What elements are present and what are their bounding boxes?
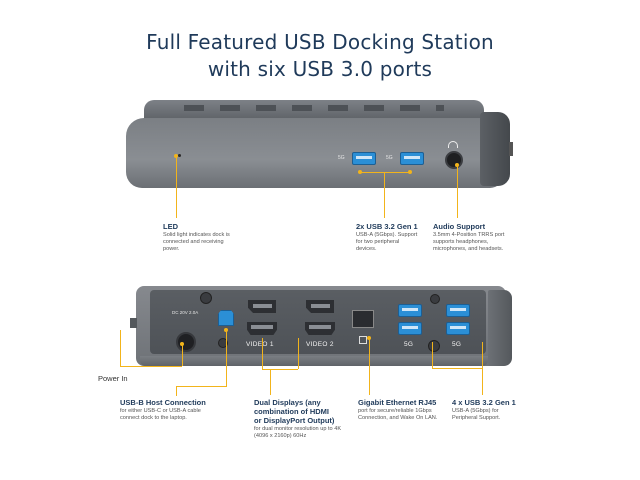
displays-desc: for dual monitor resolution up to 4K (40… bbox=[254, 426, 342, 440]
usb-rear-callout-v3 bbox=[482, 368, 483, 395]
usb-front-desc: USB-A (5Gbps). Support for two periphera… bbox=[356, 232, 418, 253]
hdmi-port-1 bbox=[247, 322, 277, 335]
led-desc: Solid light indicates dock is connected … bbox=[163, 232, 230, 253]
usb-rear-callout-v1 bbox=[432, 342, 433, 368]
front-usb-label-1: 5G bbox=[338, 155, 345, 161]
audio-callout-dot bbox=[455, 163, 459, 167]
usbb-callout-v bbox=[226, 330, 227, 386]
usbb-callout-h bbox=[176, 386, 227, 387]
front-side-knob bbox=[509, 142, 513, 156]
ethernet-callout-dot bbox=[367, 336, 371, 340]
usbb-desc: for either USB-C or USB-A cable connect … bbox=[120, 408, 201, 422]
power-callout-v2 bbox=[182, 344, 183, 366]
headphone-icon bbox=[448, 141, 458, 148]
audio-title: Audio Support bbox=[433, 222, 486, 231]
led-title: LED bbox=[163, 222, 178, 231]
rear-usb-port-2 bbox=[398, 322, 422, 335]
front-led bbox=[178, 154, 181, 157]
rear-device-lip bbox=[140, 356, 488, 366]
displays-callout-v2 bbox=[298, 338, 299, 369]
usbb-title: USB-B Host Connection bbox=[120, 398, 206, 407]
audio-callout-line bbox=[457, 165, 458, 218]
power-title: Power In bbox=[98, 374, 128, 383]
rear-side-knob bbox=[130, 318, 137, 328]
usb-front-title: 2x USB 3.2 Gen 1 bbox=[356, 222, 418, 231]
rear-device-end bbox=[488, 290, 512, 366]
usb-rear-callout-v2 bbox=[482, 342, 483, 368]
front-device-body bbox=[126, 118, 504, 188]
displays-callout-h bbox=[262, 369, 298, 370]
usb-rear-desc: USB-A (5Gbps) for Peripheral Support. bbox=[452, 408, 501, 422]
power-callout-dot bbox=[180, 342, 184, 346]
rear-usb-port-1 bbox=[398, 304, 422, 317]
ethernet-port bbox=[352, 310, 374, 328]
displayport-2 bbox=[306, 300, 334, 313]
usb-b-port bbox=[218, 310, 234, 326]
usb-front-dot-1 bbox=[358, 170, 362, 174]
audio-jack bbox=[445, 151, 463, 169]
displays-title: Dual Displays (any combination of HDMI o… bbox=[254, 398, 335, 425]
ethernet-callout-v bbox=[369, 338, 370, 395]
front-device: 5G 5G bbox=[124, 100, 514, 192]
rear-screw-4 bbox=[428, 340, 440, 352]
dc-label: DC 20V 2.0A bbox=[172, 310, 199, 315]
rear-usb-label-left: 5G bbox=[404, 341, 414, 348]
usb-rear-title: 4 x USB 3.2 Gen 1 bbox=[452, 398, 516, 407]
usb-front-dot-2 bbox=[408, 170, 412, 174]
page-subtitle: with six USB 3.0 ports bbox=[207, 57, 433, 81]
rear-screw-1 bbox=[200, 292, 212, 304]
usb-rear-callout-h bbox=[432, 368, 482, 369]
rear-usb-port-3 bbox=[446, 304, 470, 317]
rear-screw-3 bbox=[430, 294, 440, 304]
displays-callout-v3 bbox=[270, 369, 271, 395]
usb-front-callout-h bbox=[360, 172, 410, 173]
hdmi-port-2 bbox=[305, 322, 335, 335]
front-usb-label-2: 5G bbox=[386, 155, 393, 161]
usbb-callout-v2 bbox=[176, 386, 177, 396]
front-usb-port-1 bbox=[352, 152, 376, 165]
led-callout-line bbox=[176, 156, 177, 218]
front-device-bumps bbox=[184, 105, 444, 111]
rear-screw-2 bbox=[218, 338, 228, 348]
front-usb-port-2 bbox=[400, 152, 424, 165]
video1-label: VIDEO 1 bbox=[246, 341, 274, 348]
dc-jack bbox=[176, 332, 196, 352]
rear-usb-label-right: 5G bbox=[452, 341, 462, 348]
ethernet-desc: port for secure/reliable 1Gbps Connectio… bbox=[358, 408, 438, 422]
ethernet-title: Gigabit Ethernet RJ45 bbox=[358, 398, 437, 407]
usb-front-callout-v bbox=[384, 172, 385, 218]
power-callout-v1 bbox=[120, 330, 121, 366]
page-title: Full Featured USB Docking Station bbox=[146, 30, 494, 54]
displayport-1 bbox=[248, 300, 276, 313]
ethernet-icon bbox=[359, 336, 367, 344]
rear-usb-port-4 bbox=[446, 322, 470, 335]
video2-label: VIDEO 2 bbox=[306, 341, 334, 348]
audio-desc: 3.5mm 4-Position TRRS port supports head… bbox=[433, 232, 505, 253]
front-device-cap bbox=[480, 112, 510, 186]
usbb-callout-dot bbox=[224, 328, 228, 332]
rear-device: DC 20V 2.0A VIDEO 1 VIDEO 2 5G 5G bbox=[136, 286, 516, 368]
led-callout-dot bbox=[174, 154, 178, 158]
displays-callout-v1 bbox=[262, 338, 263, 369]
power-callout-h bbox=[120, 366, 182, 367]
